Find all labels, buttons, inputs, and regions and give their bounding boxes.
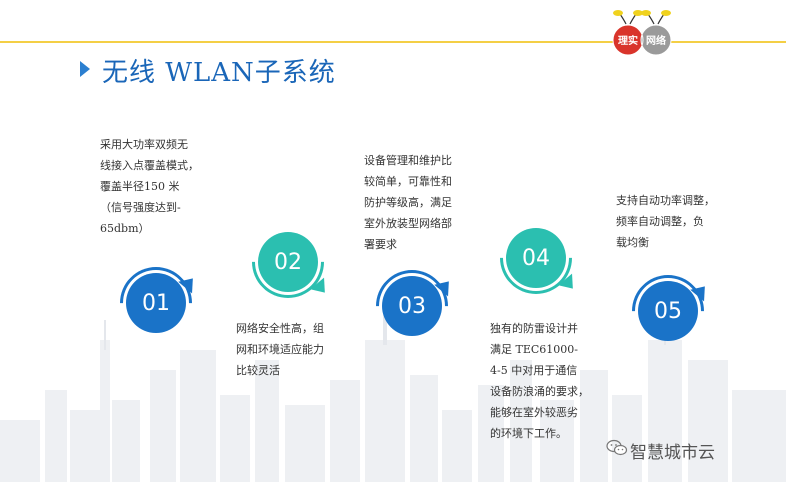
city-skyline-background [0, 315, 786, 482]
header-divider [0, 41, 786, 43]
step-04-badge: 04 [506, 228, 566, 288]
step-04-number: 04 [522, 245, 550, 271]
step-01-number: 01 [142, 290, 170, 316]
wechat-icon [606, 439, 628, 456]
title-bullet-icon [80, 61, 90, 77]
step-02-description: 网络安全性高，组 网和环境适应能力 比较灵活 [236, 322, 324, 377]
step-01-description: 采用大功率双频无 线接入点覆盖模式， 覆盖半径150 米 （信号强度达到- 65… [100, 138, 199, 235]
company-logo: 理实 网络 [612, 10, 672, 56]
step-04-description: 独有的防雷设计并 满足 TEC61000- 4-5 中对用于通信 设备防浪涌的要… [490, 322, 589, 440]
step-03-badge: 03 [382, 276, 442, 336]
step-02-number: 02 [274, 249, 302, 275]
step-05-description: 支持自动功率调整， 频率自动调整，负 载均衡 [616, 194, 715, 249]
svg-text:网络: 网络 [646, 34, 666, 47]
watermark-text: 智慧城市云 [630, 443, 715, 463]
step-01-badge: 01 [126, 273, 186, 333]
step-03-number: 03 [398, 293, 426, 319]
page-title: 无线 WLAN子系统 [102, 58, 336, 88]
step-03-description: 设备管理和维护比 较简单，可靠性和 防护等级高，满足 室外放装型网络部 署要求 [364, 154, 452, 251]
svg-text:理实: 理实 [618, 34, 638, 47]
step-05-number: 05 [654, 298, 682, 324]
step-02-badge: 02 [258, 232, 318, 292]
step-05-badge: 05 [638, 281, 698, 341]
